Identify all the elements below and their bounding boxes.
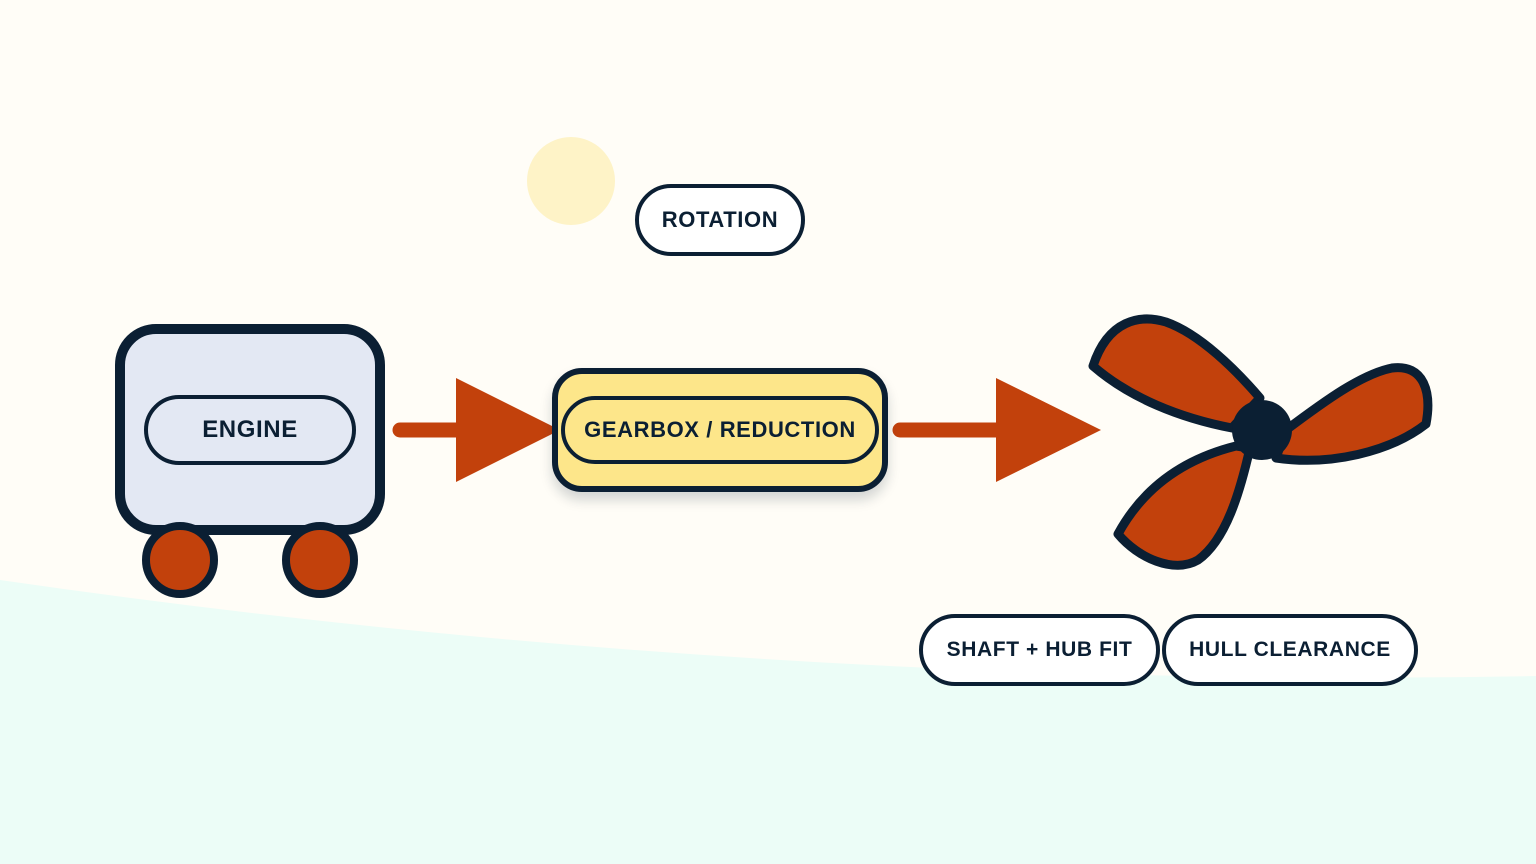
shaft-hub-fit-label: SHAFT + HUB FIT: [919, 614, 1160, 686]
arrow-head: [456, 378, 560, 482]
engine-label: ENGINE: [144, 395, 356, 465]
wheel-icon: [282, 522, 358, 598]
propeller-icon: [1088, 314, 1433, 570]
rotation-label: ROTATION: [635, 184, 805, 256]
propeller-hub: [1232, 400, 1292, 460]
sun-icon: [527, 137, 615, 225]
arrow-head: [996, 378, 1101, 482]
propeller-blade: [1271, 363, 1433, 465]
gearbox-label: GEARBOX / REDUCTION: [561, 396, 879, 464]
arrow-icon: [392, 378, 560, 482]
propeller-blade: [1113, 441, 1255, 570]
ground-area: [0, 580, 1536, 864]
wheel-icon: [142, 522, 218, 598]
arrow-icon: [892, 378, 1101, 482]
propeller-blade: [1088, 314, 1265, 433]
hull-clearance-label: HULL CLEARANCE: [1162, 614, 1418, 686]
